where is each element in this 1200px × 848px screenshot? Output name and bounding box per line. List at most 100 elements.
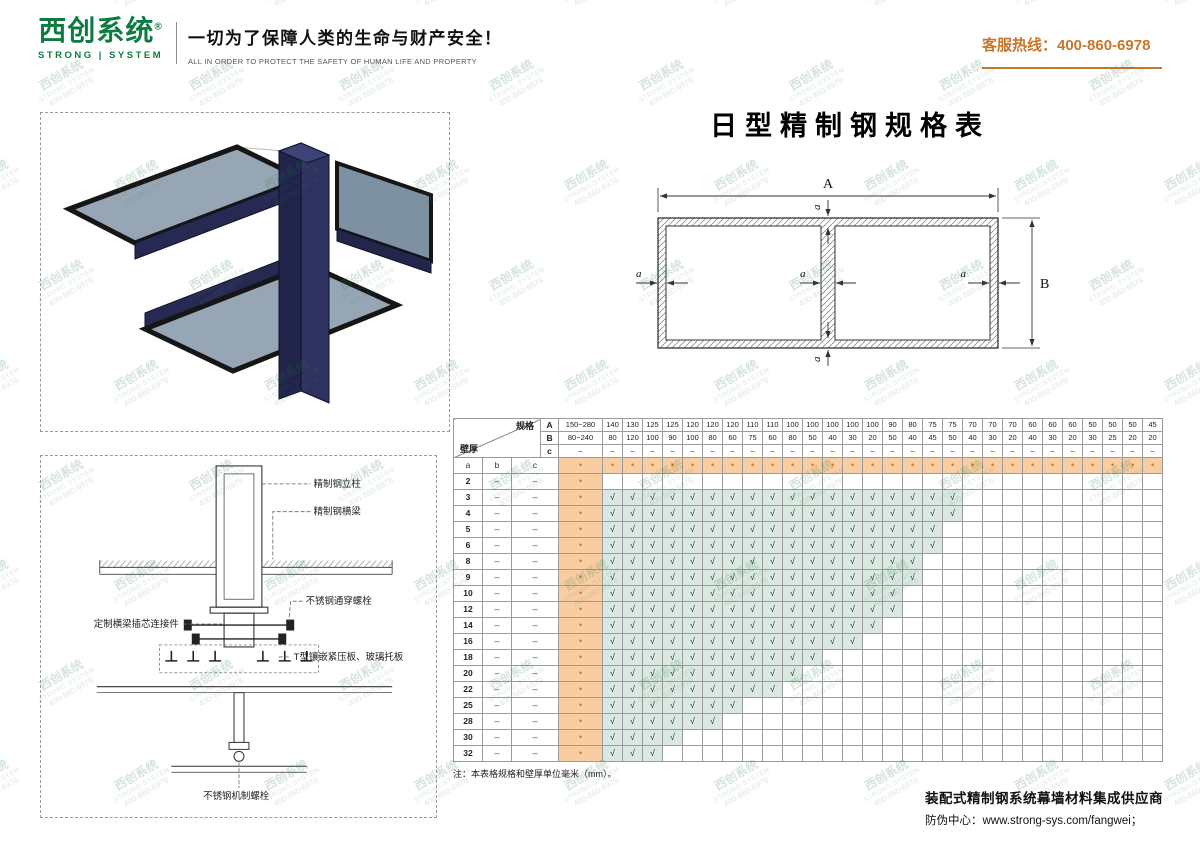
table-cell xyxy=(942,585,964,602)
table-cell: √ xyxy=(662,505,684,522)
table-cell xyxy=(922,713,944,730)
table-cell xyxy=(1122,505,1144,522)
table-cell: √ xyxy=(742,569,764,586)
table-cell: √ xyxy=(642,489,664,506)
table-cell xyxy=(1022,585,1044,602)
table-cell: √ xyxy=(622,569,644,586)
table-cell xyxy=(1002,649,1024,666)
table-cell xyxy=(602,473,624,490)
table-cell: √ xyxy=(722,633,744,650)
table-cell: √ xyxy=(622,521,644,538)
table-cell xyxy=(1002,585,1024,602)
dim-a-bottom: a xyxy=(811,356,823,362)
table-cell xyxy=(982,729,1004,746)
table-cell: 40 xyxy=(902,431,924,445)
table-cell: A xyxy=(540,418,560,432)
table-row: 18––•√√√√√√√√√√√ xyxy=(453,649,1164,666)
table-cell: √ xyxy=(882,537,904,554)
table-cell xyxy=(1002,617,1024,634)
table-cell: √ xyxy=(762,489,784,506)
table-cell: – xyxy=(510,729,560,746)
table-cell: – xyxy=(702,444,724,458)
table-cell: √ xyxy=(622,601,644,618)
dim-a-top: a xyxy=(811,204,823,210)
table-cell: √ xyxy=(622,729,644,746)
table-cell xyxy=(942,473,964,490)
table-cell xyxy=(942,553,964,570)
table-cell: • xyxy=(802,457,824,474)
table-cell: √ xyxy=(602,633,624,650)
table-cell: 70 xyxy=(982,418,1004,432)
table-cell: • xyxy=(762,457,784,474)
table-cell: • xyxy=(942,457,964,474)
table-cell: • xyxy=(702,457,724,474)
table-cell: √ xyxy=(642,601,664,618)
table-cell xyxy=(1002,521,1024,538)
table-cell: √ xyxy=(622,681,644,698)
table-cell: √ xyxy=(862,601,884,618)
table-cell: 100 xyxy=(862,418,884,432)
table-cell xyxy=(882,681,904,698)
table-cell: 80 xyxy=(902,418,924,432)
table-cell: √ xyxy=(602,585,624,602)
table-cell xyxy=(1082,697,1104,714)
table-cell: √ xyxy=(702,537,724,554)
table-row: 25––•√√√√√√√ xyxy=(453,697,1164,714)
service-hotline: 客服热线：400-860-6978 xyxy=(982,34,1162,69)
table-cell xyxy=(822,697,844,714)
table-cell: √ xyxy=(642,649,664,666)
label-t-plate: T型镶嵌紧压板、玻璃托板 xyxy=(294,651,404,663)
table-cell: • xyxy=(558,473,604,490)
table-cell: 18 xyxy=(453,649,483,666)
table-cell: – xyxy=(510,697,560,714)
table-cell xyxy=(962,713,984,730)
table-cell: c xyxy=(510,457,560,474)
table-row: 3––•√√√√√√√√√√√√√√√√√√ xyxy=(453,489,1164,506)
table-cell: • xyxy=(558,537,604,554)
table-cell xyxy=(862,697,884,714)
table-cell: √ xyxy=(782,553,804,570)
table-cell xyxy=(1022,521,1044,538)
table-cell: 80 xyxy=(602,431,624,445)
table-cell: √ xyxy=(842,617,864,634)
logo: 西创系统® STRONG | SYSTEM xyxy=(38,15,163,61)
table-cell: 50 xyxy=(942,431,964,445)
table-cell: √ xyxy=(782,649,804,666)
table-cell xyxy=(802,665,824,682)
table-cell: • xyxy=(602,457,624,474)
table-cell: • xyxy=(558,713,604,730)
table-cell xyxy=(902,473,924,490)
table-cell: √ xyxy=(602,665,624,682)
footer: 装配式精制钢系统幕墙材料集成供应商 防伪中心：www.strong-sys.co… xyxy=(925,787,1163,828)
label-mullion: 精制钢立柱 xyxy=(314,478,362,490)
table-cell: – xyxy=(1022,444,1044,458)
table-cell: √ xyxy=(602,569,624,586)
table-cell: – xyxy=(510,649,560,666)
table-cell: √ xyxy=(742,585,764,602)
table-cell xyxy=(922,553,944,570)
table-cell xyxy=(862,729,884,746)
table-cell xyxy=(962,649,984,666)
table-cell xyxy=(662,745,684,762)
table-cell xyxy=(1122,745,1144,762)
table-cell: √ xyxy=(802,649,824,666)
tagline-en: ALL IN ORDER TO PROTECT THE SAFETY OF HU… xyxy=(188,57,477,66)
table-cell xyxy=(1042,713,1064,730)
table-cell: 12 xyxy=(453,601,483,618)
table-cell xyxy=(1062,489,1084,506)
table-cell: – xyxy=(510,585,560,602)
table-cell: √ xyxy=(702,665,724,682)
table-cell xyxy=(802,745,824,762)
table-cell: √ xyxy=(742,537,764,554)
label-machine-bolt: 不锈钢机制螺栓 xyxy=(203,790,270,802)
table-cell: √ xyxy=(882,489,904,506)
table-cell: √ xyxy=(722,617,744,634)
table-cell: √ xyxy=(662,713,684,730)
table-cell xyxy=(882,697,904,714)
table-cell: – xyxy=(482,585,512,602)
table-cell: √ xyxy=(902,521,924,538)
table-cell: √ xyxy=(682,601,704,618)
table-cell: √ xyxy=(742,665,764,682)
table-row: 12––•√√√√√√√√√√√√√√√ xyxy=(453,601,1164,618)
table-cell xyxy=(842,681,864,698)
